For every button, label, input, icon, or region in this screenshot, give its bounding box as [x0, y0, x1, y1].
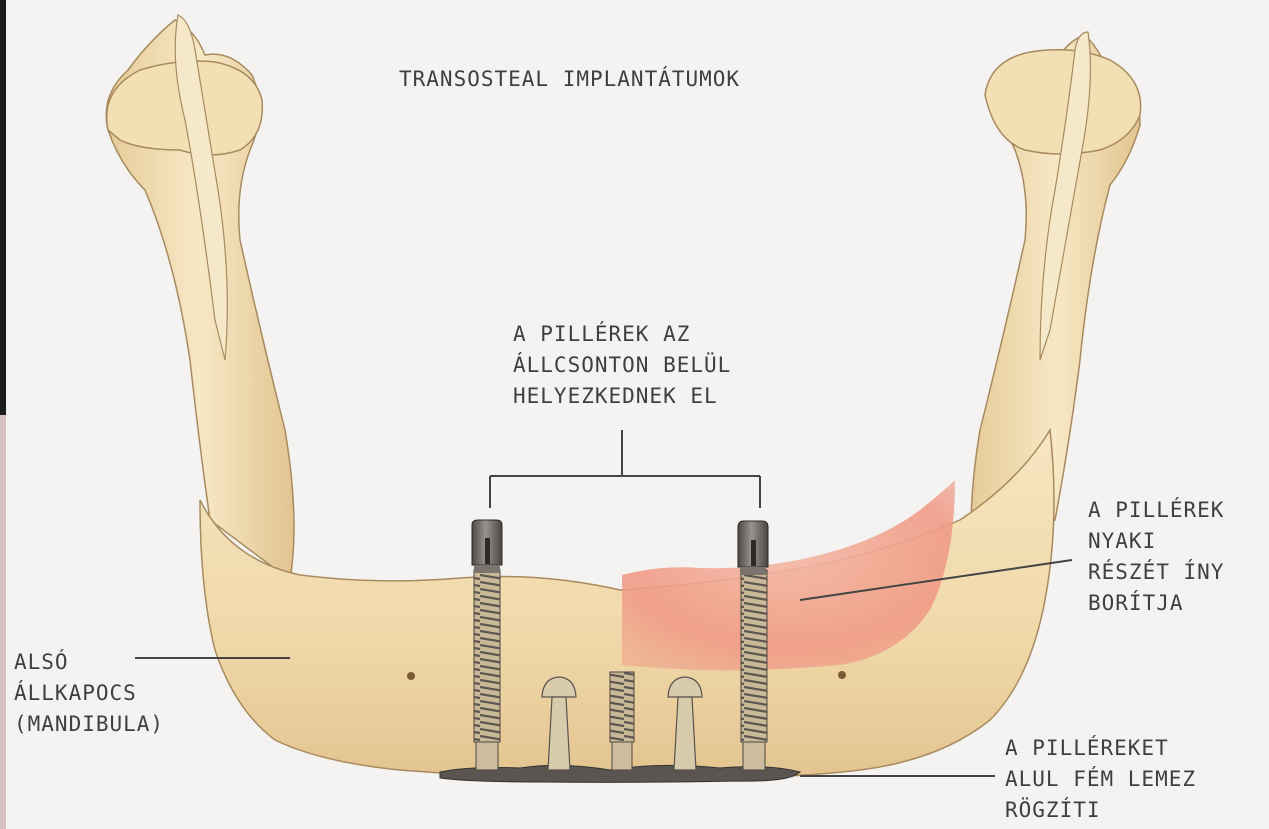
label-line: ÁLLCSONTON BELÜL [513, 350, 731, 381]
label-line: ALSÓ [14, 647, 164, 678]
label-line: RÉSZÉT ÍNY [1088, 557, 1224, 588]
label-pillars-inside-bone: A PILLÉREK AZ ÁLLCSONTON BELÜL HELYEZKED… [513, 319, 731, 412]
label-metal-plate: A PILLÉREKET ALUL FÉM LEMEZ RÖGZÍTI [1005, 733, 1196, 826]
label-line: A PILLÉREK [1088, 495, 1224, 526]
left-foramen [407, 672, 415, 680]
label-line: ÁLLKAPOCS [14, 678, 164, 709]
middle-screw [610, 672, 634, 770]
bracket-leader [490, 430, 760, 508]
label-line: (MANDIBULA) [14, 709, 164, 740]
label-line: HELYEZKEDNEK EL [513, 381, 731, 412]
label-gum-covers-pillars: A PILLÉREK NYAKI RÉSZÉT ÍNY BORÍTJA [1088, 495, 1224, 619]
right-implant [738, 521, 768, 770]
label-line: RÖGZÍTI [1005, 795, 1196, 826]
label-line: BORÍTJA [1088, 588, 1224, 619]
label-line: ALUL FÉM LEMEZ [1005, 764, 1196, 795]
label-line: A PILLÉREK AZ [513, 319, 731, 350]
right-foramen [838, 671, 846, 679]
left-implant [472, 520, 502, 770]
title: TRANSOSTEAL IMPLANTÁTUMOK [399, 64, 740, 95]
label-mandible: ALSÓ ÁLLKAPOCS (MANDIBULA) [14, 647, 164, 740]
label-line: A PILLÉREKET [1005, 733, 1196, 764]
label-line: NYAKI [1088, 526, 1224, 557]
